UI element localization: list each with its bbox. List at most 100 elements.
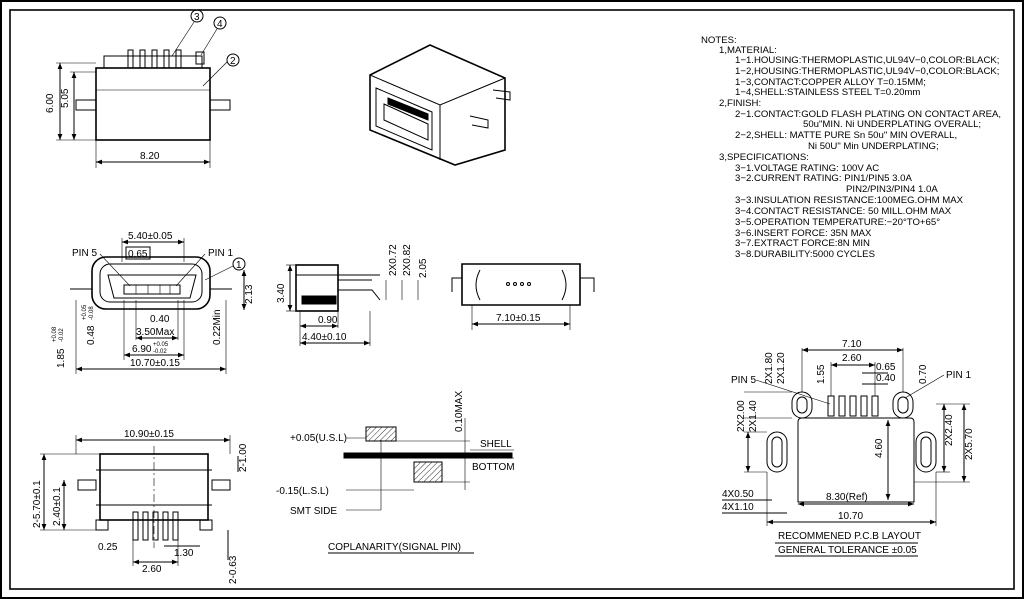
rear-view: 7.10±0.15 bbox=[451, 263, 595, 330]
front-inner-width: 6.90 bbox=[132, 344, 152, 355]
inner-frame bbox=[9, 9, 1015, 590]
balloon-4: 4 bbox=[217, 19, 223, 30]
note-line: 1−3,CONTACT:COPPER ALLOY T=0.15MM; bbox=[735, 77, 926, 88]
balloon-3: 3 bbox=[194, 12, 200, 23]
front-top-width: 5.40±0.05 bbox=[128, 231, 173, 242]
notes-block: NOTES: 1,MATERIAL: 1−1.HOUSING:THERMOPLA… bbox=[701, 35, 1001, 260]
side-height: 3.40 bbox=[276, 283, 287, 303]
pcb-l140: 2X1.40 bbox=[748, 400, 759, 432]
balloon-1: 1 bbox=[236, 260, 242, 271]
pcb-pin-w: 0.70 bbox=[918, 364, 929, 384]
cop-usl: +0.05(U.S.L) bbox=[290, 433, 347, 444]
note-line: 1,MATERIAL: bbox=[719, 45, 777, 56]
cop-title: COPLANARITY(SIGNAL PIN) bbox=[328, 542, 461, 553]
cop-bottom: BOTTOM bbox=[472, 462, 515, 473]
side-d1: 2X0.72 bbox=[388, 244, 399, 276]
front-view: 5.40±0.05 0.65 PIN 5 PIN 1 1 0.40 3.50Ma… bbox=[52, 231, 255, 374]
cop-smt-side: SMT SIDE bbox=[290, 506, 337, 517]
iso-view bbox=[369, 44, 511, 166]
note-line: 1−1.HOUSING:THERMOPLASTIC,UL94V−0,COLOR:… bbox=[735, 55, 999, 66]
top-width: 8.20 bbox=[140, 151, 160, 162]
front-right-min: 0.22Min bbox=[212, 309, 223, 345]
note-line: 2,FINISH: bbox=[719, 98, 761, 109]
note-line: 2−2,SHELL: MATTE PURE Sn 50u" MIN OVERAL… bbox=[735, 130, 957, 141]
front-max-width: 3.50Max bbox=[136, 327, 174, 338]
pcb-r570: 2X5.70 bbox=[964, 428, 975, 460]
side-view: 3.40 2X0.72 2X0.82 2.05 0.90 4.40±0.10 bbox=[276, 244, 429, 346]
pcb-w110: 4X1.10 bbox=[722, 502, 754, 513]
note-line: 3−7.EXTRACT FORCE:8N MIN bbox=[735, 238, 870, 249]
coplanarity-diagram: +0.05(U.S.L) 0.10MAX SHELL BOTTOM -0.15(… bbox=[276, 391, 515, 554]
front-overall: 10.70±0.15 bbox=[130, 358, 180, 369]
note-line: 2−1.CONTACT:GOLD FLASH PLATING ON CONTAC… bbox=[735, 109, 1001, 120]
front-pin1: PIN 1 bbox=[208, 248, 233, 259]
bottom-left2: 2.40±0.1 bbox=[52, 487, 63, 526]
pcb-top-width: 7.10 bbox=[842, 339, 862, 350]
bottom-b2: 1.30 bbox=[174, 548, 194, 559]
pcb-inner-width: 2.60 bbox=[842, 353, 862, 364]
bottom-top-right: 2-1.00 bbox=[238, 443, 249, 472]
front-inner-tol-plus: +0.05 bbox=[153, 342, 169, 348]
front-left2-tol-minus: -0.08 bbox=[89, 306, 95, 320]
note-line: 3−1.VOLTAGE RATING: 100V AC bbox=[735, 163, 879, 174]
front-left-height: 1.85 bbox=[56, 348, 67, 368]
cop-max: 0.10MAX bbox=[454, 391, 465, 432]
front-left2-tol-plus: +0.05 bbox=[82, 304, 88, 320]
side-d2: 2X0.82 bbox=[402, 244, 413, 276]
pcb-v120: 2X1.20 bbox=[776, 352, 787, 384]
note-line: 3−3.INSULATION RESISTANCE:100MEG.OHM MAX bbox=[735, 195, 964, 206]
front-pitch: 0.40 bbox=[150, 314, 170, 325]
note-line: 1−2,HOUSING:THERMOPLASTIC,UL94V−0,COLOR:… bbox=[735, 66, 999, 77]
cop-shell: SHELL bbox=[480, 439, 512, 450]
front-pin5: PIN 5 bbox=[72, 248, 97, 259]
bottom-b4: 2-0.63 bbox=[228, 555, 239, 584]
top-view: 6.00 5.05 8.20 3 4 2 bbox=[45, 9, 240, 168]
pcb-pitch-a: 0.65 bbox=[876, 362, 896, 373]
front-slot: 0.65 bbox=[128, 249, 148, 260]
front-left-tol-minus: -0.02 bbox=[59, 328, 65, 342]
note-line: 1−4,SHELL:STAINLESS STEEL T=0.20mm bbox=[735, 87, 920, 98]
pcb-pitch-b: 0.40 bbox=[876, 373, 896, 384]
balloon-2: 2 bbox=[230, 56, 236, 67]
front-left-height2: 0.48 bbox=[86, 325, 97, 345]
side-bottom1: 0.90 bbox=[318, 315, 338, 326]
pcb-r240: 2X2.40 bbox=[944, 414, 955, 446]
front-left-tol-plus: +0.08 bbox=[52, 326, 58, 342]
top-height-total: 6.00 bbox=[45, 93, 56, 113]
bottom-b3: 2.60 bbox=[142, 564, 162, 575]
pcb-layout: 7.10 2.60 0.65 0.40 0.70 1.55 2X1.80 2X1… bbox=[722, 339, 975, 557]
front-inner-tol-minus: -0.02 bbox=[153, 349, 167, 355]
side-bottom2: 4.40±0.10 bbox=[302, 332, 347, 343]
bottom-b1: 0.25 bbox=[98, 542, 118, 553]
note-line: 3−8.DURABILITY:5000 CYCLES bbox=[735, 249, 875, 260]
bottom-width: 10.90±0.15 bbox=[124, 429, 174, 440]
pcb-pin1: PIN 1 bbox=[946, 370, 971, 381]
pcb-l200: 2X2.00 bbox=[736, 400, 747, 432]
bottom-view: 10.90±0.15 2-1.00 2-5.70±0.1 2.40±0.1 0.… bbox=[32, 429, 249, 584]
pcb-total: 10.70 bbox=[838, 511, 863, 522]
cop-lsl: -0.15(L.S.L) bbox=[276, 486, 329, 497]
notes-heading: NOTES: bbox=[701, 35, 737, 46]
note-line: 3,SPECIFICATIONS: bbox=[719, 152, 809, 163]
rear-width: 7.10±0.15 bbox=[496, 313, 541, 324]
note-line: 3−5.OPERATION TEMPERATURE:−20°TO+65° bbox=[735, 217, 940, 228]
note-line: Ni 50U" Min UNDERPLATING; bbox=[808, 141, 939, 152]
note-line: PIN2/PIN3/PIN4 1.0A bbox=[846, 184, 938, 195]
bottom-left1: 2-5.70±0.1 bbox=[32, 480, 43, 528]
note-line: 50u"MIN. Ni UNDERPLATING OVERALL; bbox=[803, 119, 981, 130]
note-line: 3−2.CURRENT RATING: PIN1/PIN5 3.0A bbox=[735, 173, 913, 184]
top-height-body: 5.05 bbox=[60, 88, 71, 108]
pcb-ref: 8.30(Ref) bbox=[826, 492, 868, 503]
note-line: 3−6.INSERT FORCE: 35N MAX bbox=[735, 228, 872, 239]
pcb-d155: 1.55 bbox=[816, 364, 827, 384]
pcb-v180: 2X1.80 bbox=[764, 352, 775, 384]
pcb-tolerance: GENERAL TOLERANCE ±0.05 bbox=[778, 545, 917, 556]
front-right-height: 2.13 bbox=[244, 284, 255, 304]
pcb-pin5: PIN 5 bbox=[731, 375, 756, 386]
pcb-w050: 4X0.50 bbox=[722, 489, 754, 500]
pcb-title: RECOMMENED P.C.B LAYOUT bbox=[778, 531, 921, 542]
side-d3: 2.05 bbox=[418, 258, 429, 278]
note-line: 3−4.CONTACT RESISTANCE: 50 MILL.OHM MAX bbox=[735, 206, 952, 217]
